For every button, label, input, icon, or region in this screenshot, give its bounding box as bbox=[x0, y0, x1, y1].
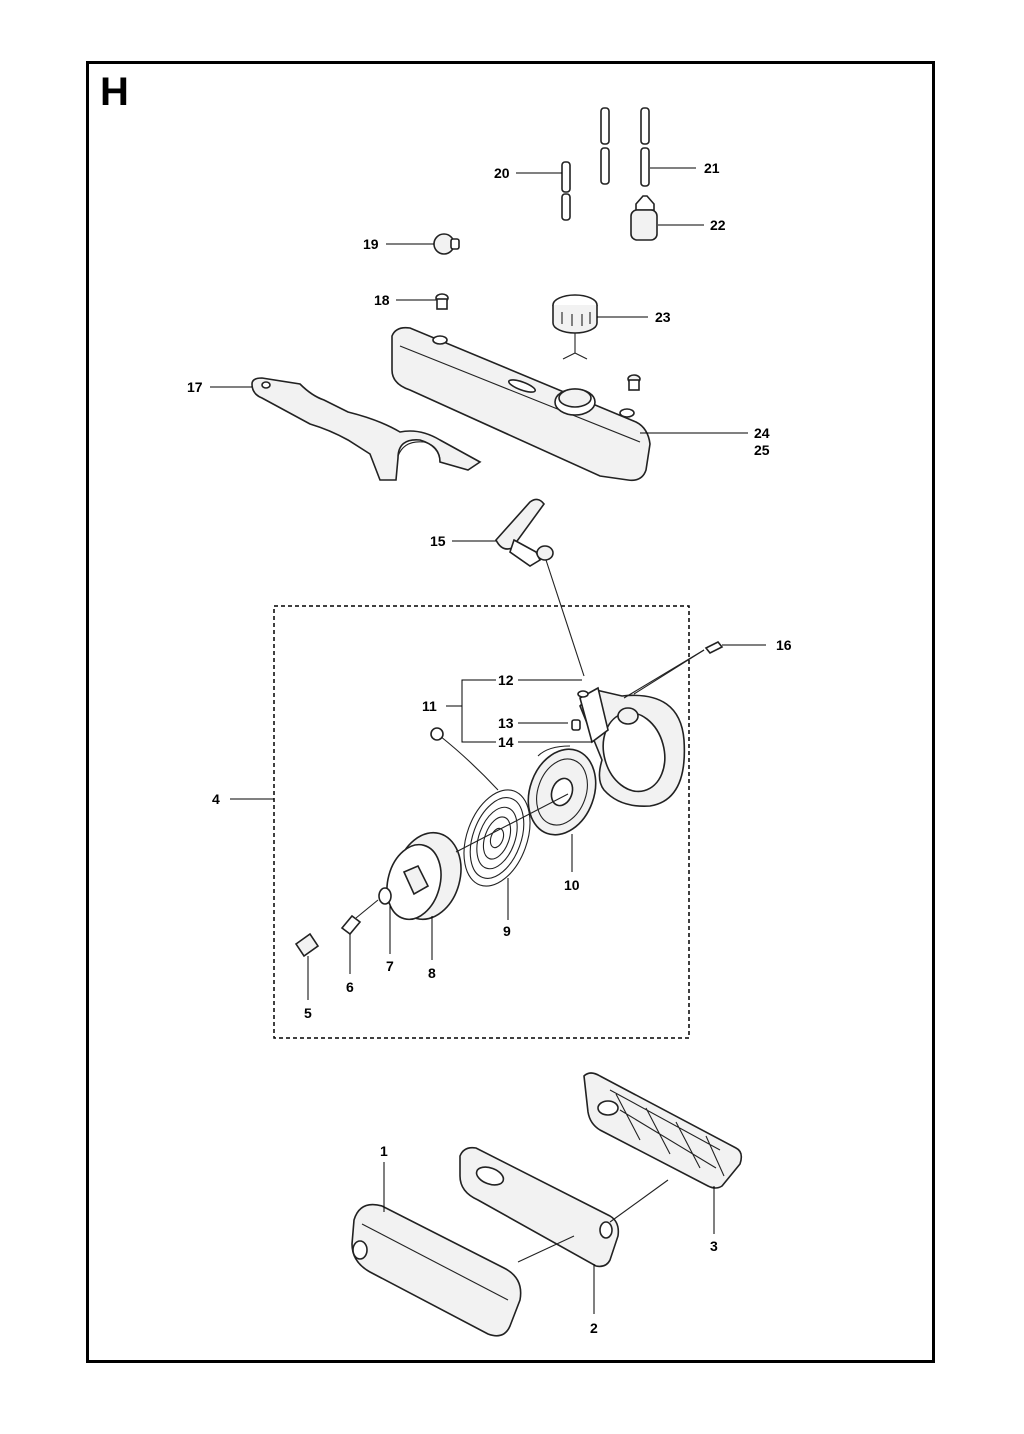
callout-24: 24 bbox=[754, 425, 770, 441]
screw-part bbox=[633, 640, 724, 695]
callout-19: 19 bbox=[363, 236, 379, 252]
diagram-frame bbox=[86, 61, 935, 1363]
callout-15: 15 bbox=[430, 533, 446, 549]
grommet-part bbox=[433, 233, 460, 255]
starter-cord bbox=[545, 559, 585, 677]
callout-labels: 20 21 22 19 18 23 17 24 25 15 16 12 11 1… bbox=[187, 160, 792, 1336]
callout-21: 21 bbox=[704, 160, 720, 176]
starter-assembly-box bbox=[273, 605, 690, 1039]
callout-18: 18 bbox=[374, 292, 390, 308]
callout-2: 2 bbox=[590, 1320, 598, 1336]
air-filter-part bbox=[583, 1072, 743, 1189]
washer-part bbox=[435, 293, 641, 391]
starter-housing-part bbox=[571, 686, 686, 807]
callout-11: 11 bbox=[422, 698, 437, 714]
leader-lines bbox=[210, 167, 766, 1314]
bolt-part bbox=[340, 899, 379, 936]
starter-handle-part bbox=[495, 498, 554, 567]
callout-13: 13 bbox=[498, 715, 514, 731]
filter-cover-part bbox=[351, 1203, 522, 1337]
washer-small-part bbox=[378, 887, 392, 905]
callout-17: 17 bbox=[187, 379, 203, 395]
section-letter: H bbox=[100, 70, 129, 114]
fuel-tank-part bbox=[391, 326, 651, 482]
callout-10: 10 bbox=[564, 877, 580, 893]
callout-6: 6 bbox=[346, 979, 354, 995]
callout-8: 8 bbox=[428, 965, 436, 981]
recoil-spring-part bbox=[527, 745, 597, 836]
callout-22: 22 bbox=[710, 217, 726, 233]
callout-23: 23 bbox=[655, 309, 671, 325]
callout-12: 12 bbox=[498, 672, 514, 688]
fuel-filter-part bbox=[630, 195, 658, 241]
pulley-spring-part bbox=[430, 727, 531, 887]
connector-lines bbox=[455, 649, 705, 1263]
fuel-cap-part bbox=[552, 294, 598, 360]
callout-14: 14 bbox=[498, 734, 514, 750]
handle-bracket-part bbox=[251, 377, 482, 481]
callout-5: 5 bbox=[304, 1005, 312, 1021]
callout-1: 1 bbox=[380, 1143, 388, 1159]
pulley-part bbox=[386, 831, 462, 921]
sleeve-part bbox=[294, 932, 320, 958]
filter-holder-part bbox=[459, 1146, 620, 1268]
callout-20: 20 bbox=[494, 165, 510, 181]
callout-3: 3 bbox=[710, 1238, 718, 1254]
callout-9: 9 bbox=[503, 923, 511, 939]
fuel-tubes bbox=[561, 107, 650, 221]
callout-7: 7 bbox=[386, 958, 394, 974]
callout-25: 25 bbox=[754, 442, 770, 458]
callout-4: 4 bbox=[212, 791, 220, 807]
callout-16: 16 bbox=[776, 637, 792, 653]
